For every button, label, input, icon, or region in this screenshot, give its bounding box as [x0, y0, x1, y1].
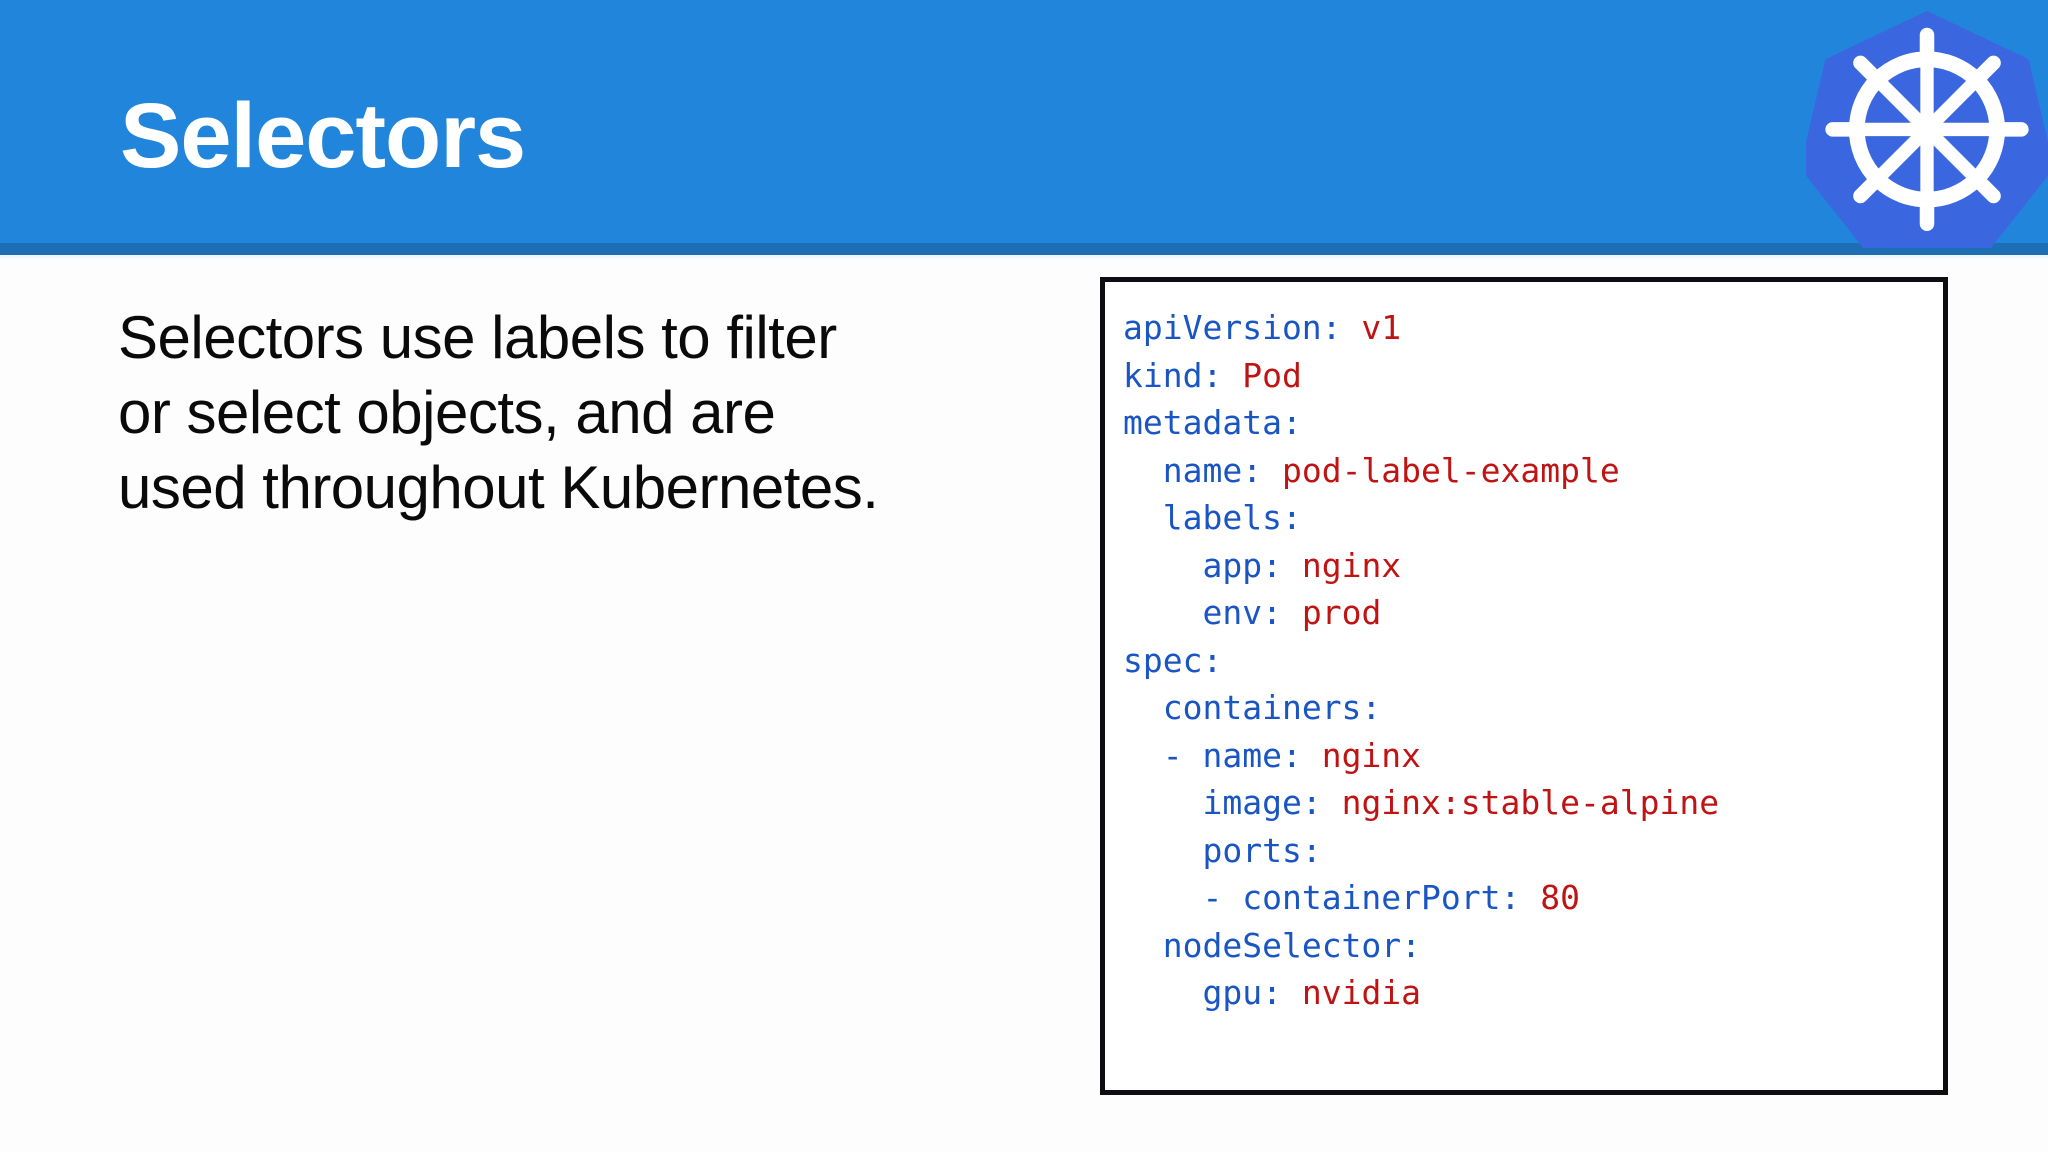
- yaml-value: nginx:stable-alpine: [1321, 783, 1720, 822]
- kubernetes-logo: [1806, 6, 2048, 248]
- yaml-indent: [1123, 593, 1202, 632]
- yaml-key: metadata:: [1123, 403, 1302, 442]
- yaml-code-line: apiVersion: v1: [1123, 304, 1943, 352]
- yaml-key: kind:: [1123, 355, 1223, 395]
- yaml-code-line: - containerPort: 80: [1123, 874, 1943, 922]
- yaml-indent: [1123, 926, 1163, 965]
- yaml-code-line: nodeSelector:: [1123, 922, 1943, 970]
- yaml-value: Pod: [1222, 355, 1302, 395]
- yaml-key: gpu:: [1202, 973, 1282, 1012]
- yaml-key: name:: [1162, 450, 1263, 490]
- yaml-code-line: ports:: [1123, 827, 1943, 875]
- body-line-3: used throughout Kubernetes.: [118, 454, 879, 521]
- yaml-value: nvidia: [1281, 973, 1422, 1012]
- yaml-key: image:: [1202, 783, 1322, 822]
- yaml-value: pod-label-example: [1262, 450, 1620, 490]
- body-line-1: Selectors use labels to filter: [118, 304, 837, 371]
- yaml-value: prod: [1281, 593, 1382, 632]
- yaml-value: 80: [1520, 878, 1580, 917]
- yaml-code-line: env: prod: [1123, 589, 1943, 637]
- yaml-code-line: kind: Pod: [1123, 352, 1943, 400]
- yaml-code-line: name: pod-label-example: [1123, 447, 1943, 495]
- yaml-code-line: labels:: [1123, 494, 1943, 542]
- yaml-indent: [1123, 783, 1202, 822]
- yaml-key: nodeSelector:: [1162, 925, 1422, 965]
- yaml-key: apiVersion:: [1123, 308, 1342, 347]
- body-line-2: or select objects, and are: [118, 379, 776, 446]
- yaml-indent: [1123, 498, 1163, 537]
- yaml-value: nginx: [1301, 735, 1422, 775]
- header-underline-shadow: [0, 255, 2048, 258]
- header-underline-strip: [0, 243, 2048, 255]
- yaml-code-line: image: nginx:stable-alpine: [1123, 779, 1943, 827]
- yaml-indent: [1123, 878, 1202, 917]
- page-title: Selectors: [120, 85, 526, 187]
- yaml-code-line: spec:: [1123, 637, 1943, 685]
- yaml-key: spec:: [1123, 640, 1223, 680]
- yaml-indent: [1123, 973, 1202, 1012]
- yaml-code-line: app: nginx: [1123, 542, 1943, 590]
- yaml-indent: [1123, 831, 1202, 870]
- yaml-code-line: gpu: nvidia: [1123, 969, 1943, 1017]
- yaml-value: v1: [1341, 308, 1402, 347]
- yaml-key: labels:: [1162, 498, 1302, 537]
- yaml-key: - name:: [1162, 735, 1302, 775]
- yaml-indent: [1123, 736, 1163, 775]
- yaml-code-line: metadata:: [1123, 399, 1943, 447]
- yaml-code-line: - name: nginx: [1123, 732, 1943, 780]
- yaml-key: containers:: [1162, 688, 1382, 727]
- yaml-indent: [1123, 451, 1163, 490]
- slide-header-band: [0, 0, 2048, 243]
- yaml-indent: [1123, 688, 1163, 727]
- yaml-key: ports:: [1202, 830, 1322, 870]
- yaml-value: nginx: [1281, 545, 1402, 585]
- body-paragraph: Selectors use labels to filter or select…: [118, 300, 1018, 525]
- yaml-key: env:: [1202, 593, 1282, 632]
- yaml-indent: [1123, 546, 1202, 585]
- yaml-key: app:: [1202, 545, 1282, 585]
- yaml-key: - containerPort:: [1202, 878, 1521, 917]
- yaml-code-line: containers:: [1123, 684, 1943, 732]
